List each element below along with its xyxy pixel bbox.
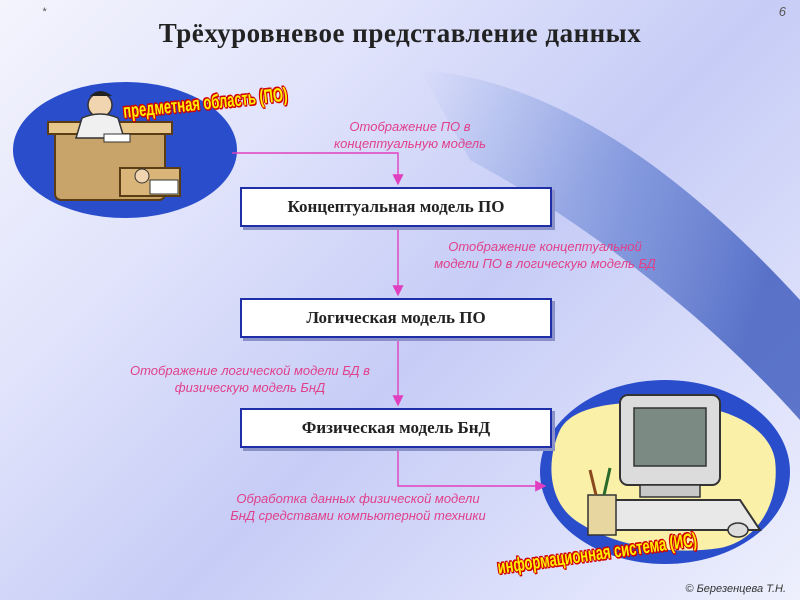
transition-label-4: Обработка данных физической модели БнД с… (208, 490, 508, 524)
level-label: Логическая модель ПО (306, 308, 486, 327)
office-worker-clipart (13, 82, 237, 218)
level-box-logical: Логическая модель ПО (240, 298, 552, 338)
level-label: Физическая модель БнД (301, 418, 491, 437)
arrow-physical-to-system (397, 446, 547, 492)
transition-line: Отображение концептуальной (448, 239, 642, 254)
page-number: 6 (778, 4, 786, 19)
transition-label-1: Отображение ПО в концептуальную модель (310, 118, 510, 152)
transition-line: БнД средствами компьютерной техники (230, 508, 486, 523)
transition-line: Обработка данных физической модели (236, 491, 480, 506)
transition-line: Отображение ПО в (349, 119, 471, 134)
computer-clipart (540, 380, 790, 564)
transition-line: модели ПО в логическую модель БД (434, 256, 656, 271)
corner-mark: * (42, 6, 47, 18)
flow-arrows (232, 152, 547, 492)
copyright: © Березенцева Т.Н. (685, 583, 786, 595)
transition-line: концептуальную модель (334, 136, 486, 151)
transition-line: Отображение логической модели БД в (130, 363, 370, 378)
level-label: Концептуальная модель ПО (287, 197, 505, 216)
transition-line: физическую модель БнД (174, 380, 326, 395)
level-box-conceptual: Концептуальная модель ПО (240, 187, 552, 227)
transition-label-3: Отображение логической модели БД в физич… (100, 362, 400, 396)
arrow-domain-to-conceptual (232, 152, 404, 186)
transition-label-2: Отображение концептуальной модели ПО в л… (410, 238, 680, 272)
level-box-physical: Физическая модель БнД (240, 408, 552, 448)
slide-title: Трёхуровневое представление данных (158, 18, 642, 48)
background-swoosh (420, 70, 800, 420)
